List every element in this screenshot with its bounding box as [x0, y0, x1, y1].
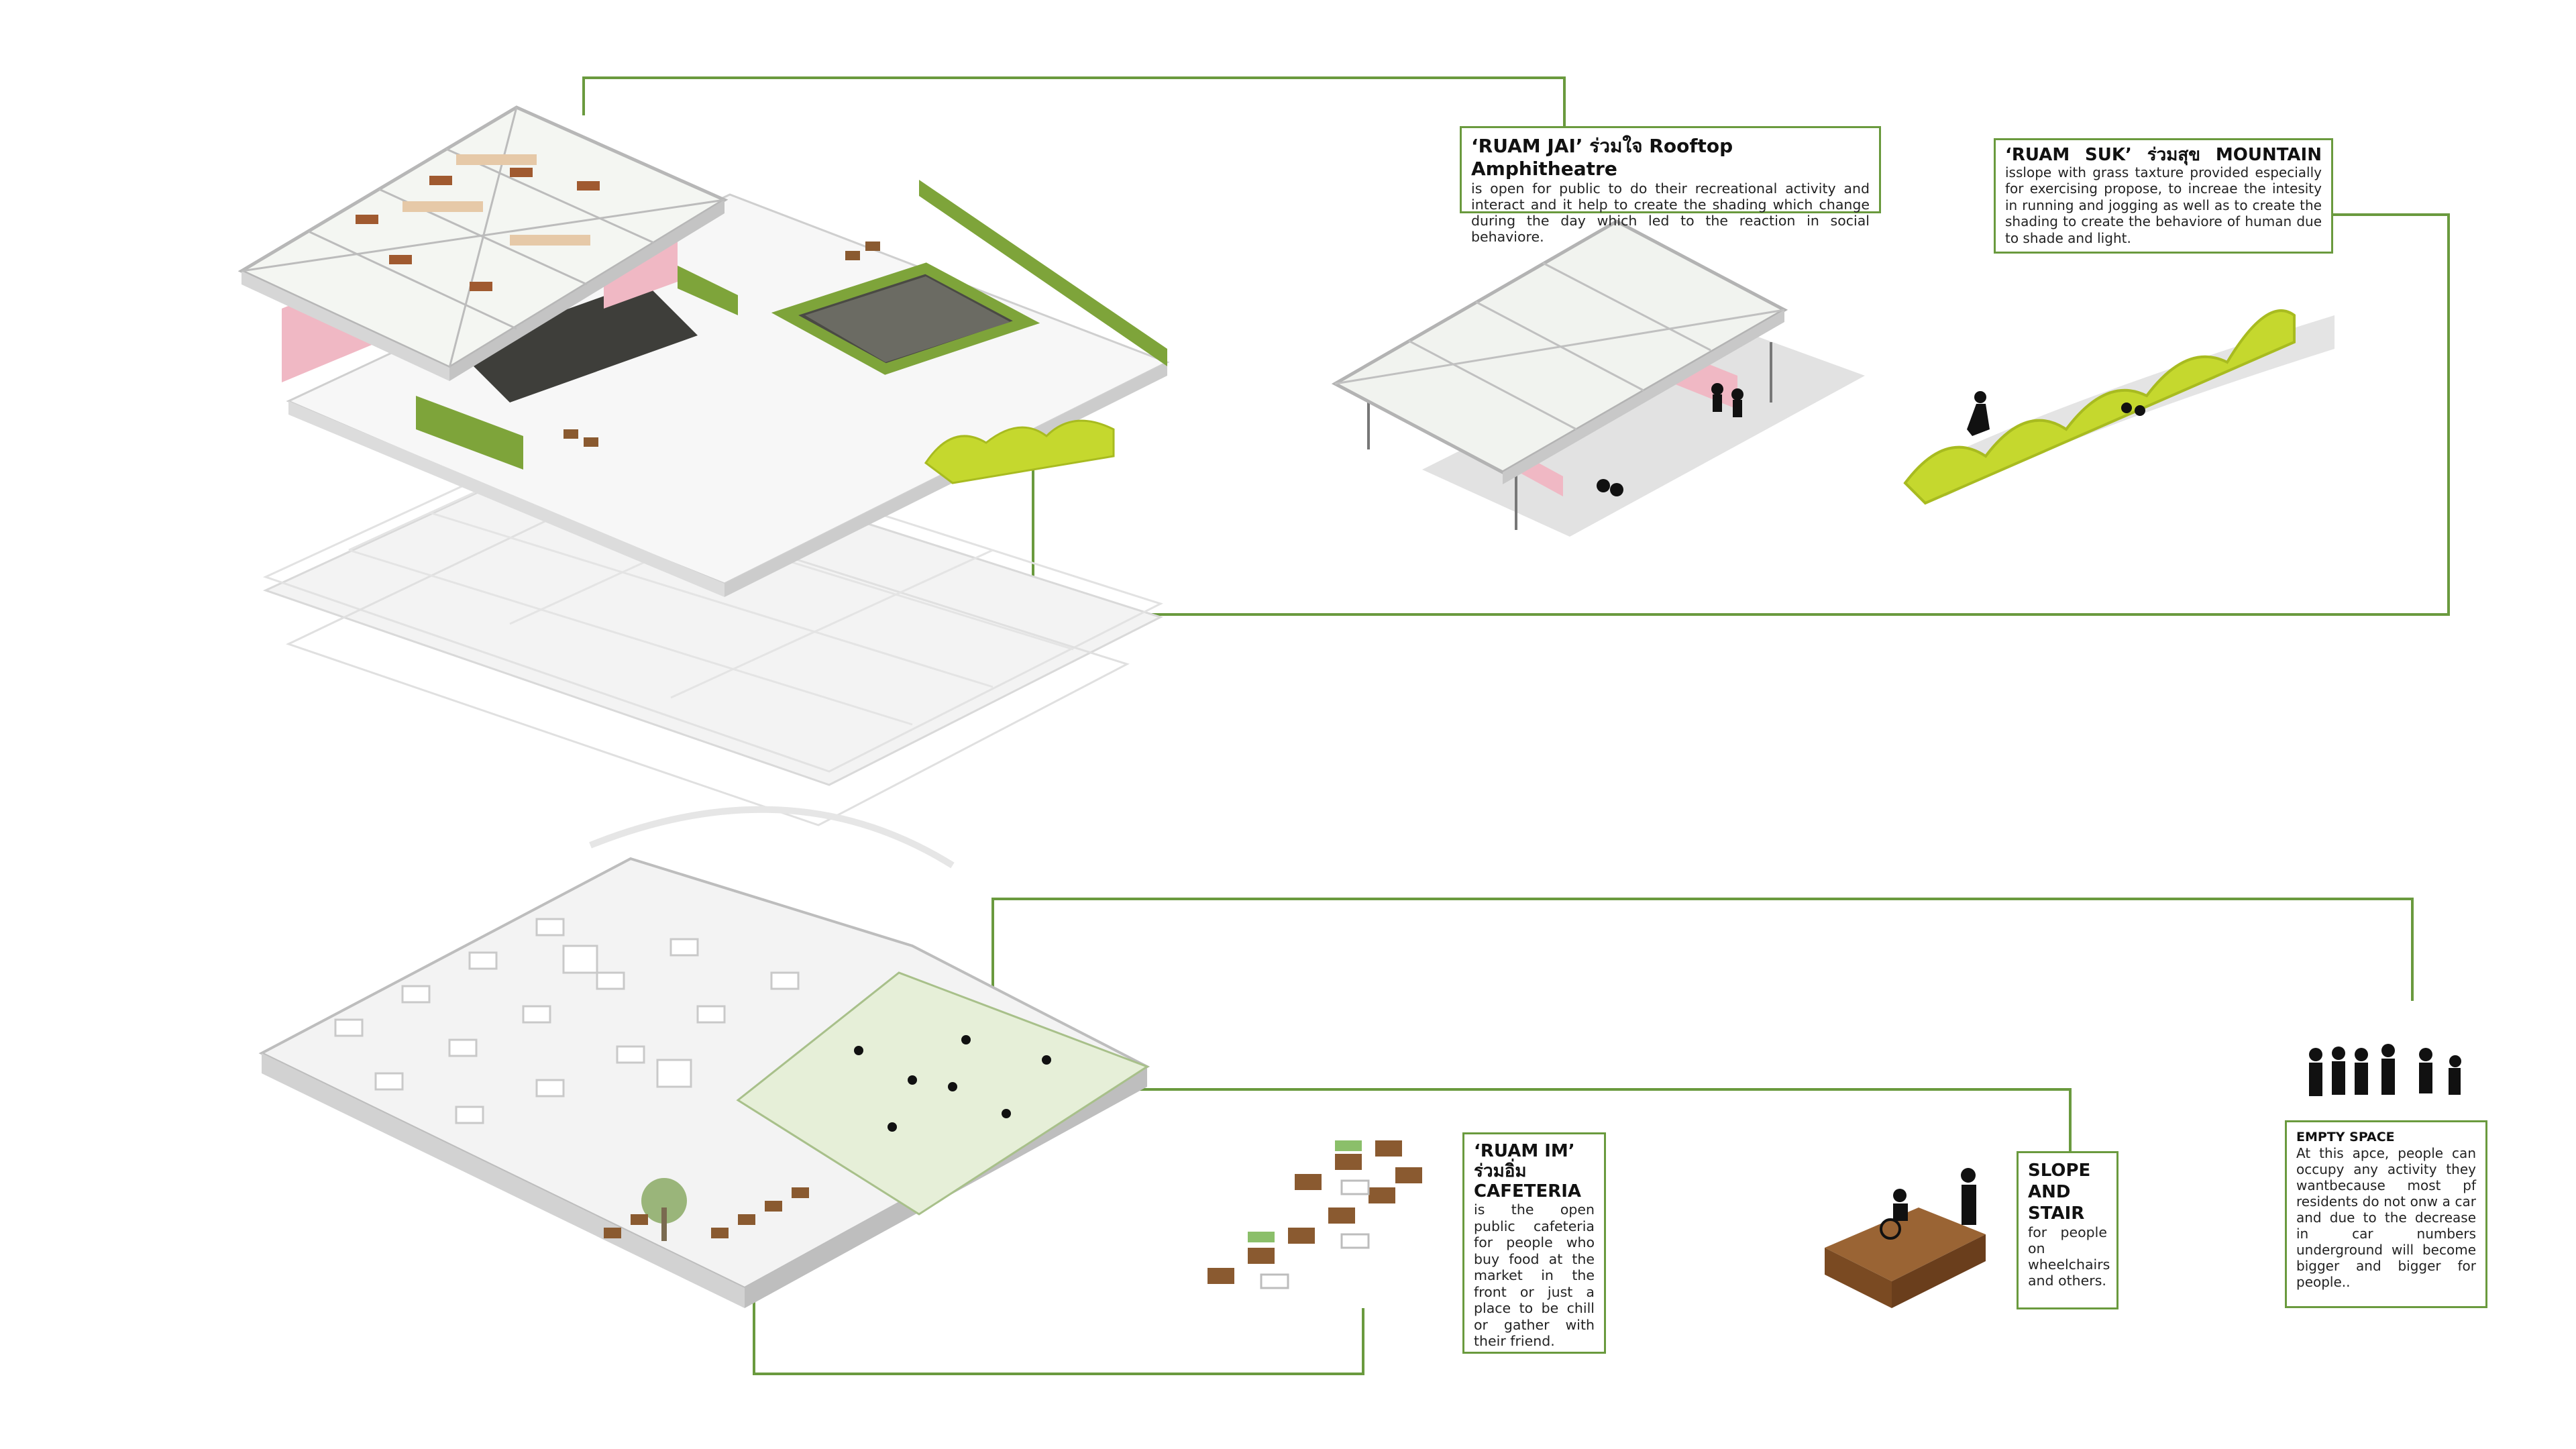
callout-ruam-im: ‘RUAM IM’ ร่วมอิ่ม CAFETERIA is the open…	[1462, 1132, 1606, 1354]
callout-empty-space: EMPTY SPACE At this apce, people can occ…	[2285, 1120, 2487, 1308]
callout-ruam-jai: ‘RUAM JAI’ ร่วมใจ Rooftop Amphitheatre i…	[1460, 126, 1881, 245]
callout-slope-stair-title: SLOPE AND STAIR	[2028, 1161, 2091, 1224]
callout-slope-stair-body: for people on wheelchairs and others.	[2028, 1224, 2110, 1289]
callout-ruam-im-body: is the open public cafeteria for people …	[1474, 1201, 1595, 1349]
callout-ruam-suk: ‘RUAM SUK’ ร่วมสุข MOUNTAIN isslope with…	[1994, 138, 2333, 254]
mountain-vignette	[1903, 309, 2334, 505]
callout-ruam-suk-body: isslope with grass taxture provided espe…	[2005, 164, 2322, 246]
callout-slope-stair: SLOPE AND STAIR for people on wheelchair…	[2017, 1151, 2118, 1309]
callout-ruam-suk-title: ‘RUAM SUK’ ร่วมสุข MOUNTAIN	[2005, 145, 2322, 165]
callout-empty-space-body: At this apce, people can occupy any acti…	[2296, 1145, 2476, 1290]
empty-space-silhouettes	[2309, 1044, 2461, 1096]
slope-stair-vignette	[1825, 1168, 1986, 1308]
ground-level	[258, 857, 1150, 1308]
callout-ruam-im-title: ‘RUAM IM’ ร่วมอิ่ม CAFETERIA	[1474, 1141, 1582, 1201]
amphitheatre-vignette	[1331, 219, 1865, 537]
callout-ruam-jai-body: is open for public to do their recreatio…	[1471, 180, 1870, 245]
callout-empty-space-title: EMPTY SPACE	[2296, 1130, 2395, 1144]
callout-ruam-jai-title: ‘RUAM JAI’ ร่วมใจ Rooftop Amphitheatre	[1471, 135, 1733, 180]
cafeteria-vignette	[1208, 1140, 1422, 1289]
roof-level	[237, 105, 1170, 597]
